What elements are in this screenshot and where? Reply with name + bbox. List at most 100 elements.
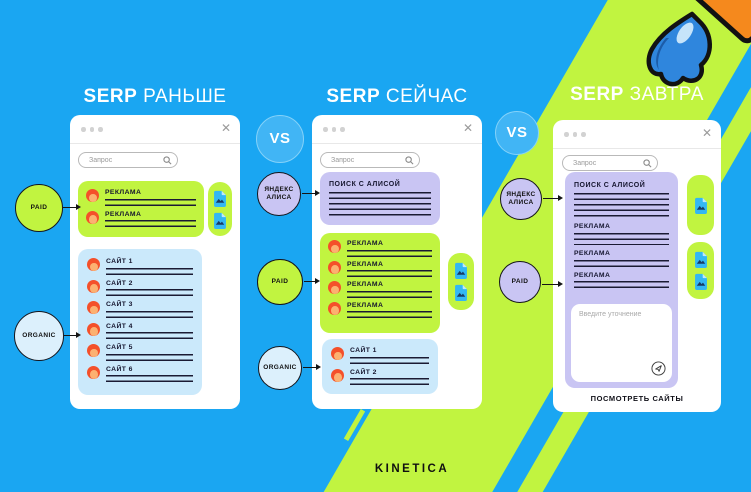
alice-unified-block: ПОИСК С АЛИСОЙ РЕКЛАМА РЕКЛАМА РЕКЛАМА: [565, 172, 678, 388]
title-word: СЕЙЧАС: [385, 86, 468, 107]
ad-images-block: [448, 253, 474, 310]
paid-circle-future: PAID: [499, 261, 541, 303]
site-row: САЙТ 1: [331, 346, 429, 364]
search-bar[interactable]: [78, 152, 178, 168]
search-icon: [405, 155, 414, 164]
arrow: [304, 277, 320, 284]
alice-circle-present: ЯНДЕКС АЛИСА: [257, 172, 301, 216]
search-input[interactable]: [87, 155, 163, 165]
ad-images-block: [687, 175, 714, 235]
site-row: САЙТ 6: [87, 365, 193, 382]
person-icon: [87, 258, 100, 271]
site-label: САЙТ 2: [106, 279, 133, 287]
site-label: САЙТ 5: [106, 344, 133, 351]
organic-circle-past: ORGANIC: [14, 311, 64, 361]
person-icon: [331, 347, 344, 360]
search-icon: [163, 155, 172, 164]
text-lines: [106, 289, 193, 296]
ad-images-block: [687, 242, 714, 299]
paid-ads-block: РЕКЛАМА РЕКЛАМА: [78, 181, 204, 237]
panel-title-future: SERP ЗАВТРА: [537, 84, 737, 106]
search-input[interactable]: [571, 158, 643, 168]
arrow: [63, 203, 81, 210]
person-icon: [86, 210, 99, 224]
person-icon: [328, 281, 341, 294]
site-row: САЙТ 2: [331, 368, 429, 385]
ad-row: РЕКЛАМА: [86, 188, 196, 206]
search-input[interactable]: [329, 155, 405, 165]
organic-sites-block: САЙТ 1 САЙТ 2 САЙТ 3 САЙТ 4 САЙТ 5 САЙТ …: [78, 249, 202, 395]
site-row: САЙТ 4: [87, 322, 193, 339]
window-dots-icon: [564, 132, 586, 137]
vs-badge: VS: [256, 115, 304, 163]
image-file-icon: [455, 262, 467, 279]
text-lines: [350, 378, 429, 385]
window-dots-icon: [323, 127, 345, 132]
browser-window-future: ✕ ПОИСК С АЛИСОЙ РЕКЛАМА РЕКЛАМА РЕКЛАМА: [553, 120, 721, 412]
ad-label: РЕКЛАМА: [574, 250, 611, 257]
brand-logo: KINETICA: [374, 463, 450, 475]
text-lines: [106, 375, 193, 382]
ad-row: РЕКЛАМА: [328, 301, 432, 318]
refine-input-box[interactable]: [571, 304, 672, 382]
ad-label: РЕКЛАМА: [105, 210, 142, 218]
window-dots-icon: [81, 127, 103, 132]
panel-title-past: SERP РАНЬШЕ: [55, 86, 255, 108]
arrow: [64, 331, 81, 338]
image-file-icon: [694, 251, 707, 268]
ad-label: РЕКЛАМА: [105, 189, 142, 196]
refine-input[interactable]: [571, 304, 672, 382]
paid-circle-past: PAID: [15, 184, 63, 232]
panel-title-present: SERP СЕЙЧАС: [297, 86, 497, 108]
ad-row: РЕКЛАМА: [86, 210, 196, 227]
ad-label: РЕКЛАМА: [347, 281, 384, 288]
vs-badge: VS: [495, 111, 539, 155]
site-label: САЙТ 4: [106, 322, 133, 330]
arrow: [302, 189, 320, 196]
text-lines: [574, 193, 669, 217]
image-file-icon: [694, 273, 707, 290]
text-lines: [106, 353, 193, 361]
person-icon: [87, 344, 100, 357]
ad-row: РЕКЛАМА: [328, 280, 432, 298]
paid-circle-present: PAID: [257, 259, 303, 305]
text-lines: [347, 249, 432, 257]
text-lines: [574, 281, 669, 288]
alice-search-block: ПОИСК С АЛИСОЙ: [320, 172, 440, 225]
ad-label: РЕКЛАМА: [347, 260, 384, 268]
image-file-icon: [694, 197, 707, 214]
search-bar[interactable]: [320, 152, 420, 168]
window-header: ✕: [70, 115, 240, 144]
text-lines: [574, 232, 669, 245]
text-lines: [347, 290, 432, 298]
text-lines: [106, 310, 193, 318]
person-icon: [87, 279, 100, 293]
person-icon: [86, 189, 99, 202]
close-icon[interactable]: ✕: [462, 121, 473, 135]
arrow: [543, 194, 563, 201]
text-lines: [347, 311, 432, 318]
alice-title: ПОИСК С АЛИСОЙ: [329, 181, 401, 188]
text-lines: [105, 198, 196, 206]
text-lines: [350, 356, 429, 364]
title-serp: SERP: [570, 84, 624, 105]
person-icon: [328, 240, 341, 253]
alice-circle-future: ЯНДЕКС АЛИСА: [500, 178, 542, 220]
ad-row: РЕКЛАМА: [328, 260, 432, 277]
send-icon[interactable]: [651, 361, 666, 376]
site-label: САЙТ 1: [350, 347, 377, 354]
site-label: САЙТ 1: [106, 258, 133, 265]
organic-circle-present: ORGANIC: [258, 346, 302, 390]
close-icon[interactable]: ✕: [701, 126, 712, 140]
browser-window-past: ✕ РЕКЛАМА РЕКЛАМА: [70, 115, 240, 409]
close-icon[interactable]: ✕: [220, 121, 231, 135]
site-label: САЙТ 6: [106, 365, 133, 373]
ad-label: РЕКЛАМА: [347, 240, 384, 247]
person-icon: [328, 301, 341, 315]
title-serp: SERP: [326, 86, 381, 107]
site-row: САЙТ 3: [87, 300, 193, 318]
search-bar[interactable]: [562, 155, 658, 171]
ad-row: РЕКЛАМА: [328, 239, 432, 257]
view-sites-button[interactable]: ПОСМОТРЕТЬ САЙТЫ: [590, 394, 684, 403]
